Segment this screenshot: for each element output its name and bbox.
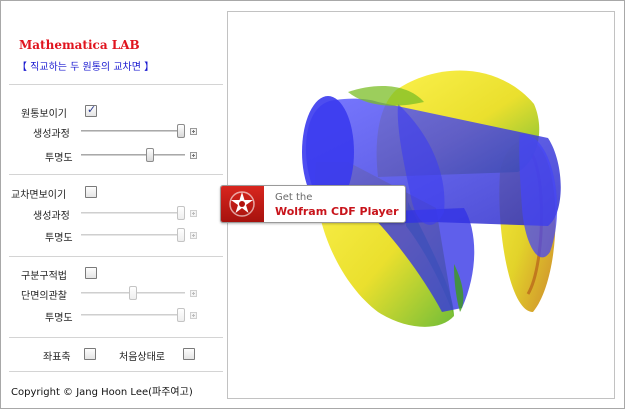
cross-section-label: 단면의관찰	[21, 291, 67, 302]
slider-track	[81, 314, 185, 316]
cylinder-generation-slider[interactable]	[81, 124, 185, 138]
axes-label: 좌표축	[43, 352, 71, 363]
slider-thumb[interactable]	[177, 228, 185, 242]
slider-thumb[interactable]	[177, 124, 185, 138]
badge-line-1: Get the	[275, 192, 313, 203]
opacity-label: 투명도	[45, 313, 73, 324]
slider-thumb[interactable]	[129, 286, 137, 300]
slider-track	[81, 130, 185, 132]
riemann-sum-label: 구분구적법	[21, 271, 67, 282]
divider	[9, 256, 223, 257]
divider	[9, 337, 223, 338]
show-intersection-checkbox[interactable]	[85, 186, 97, 198]
slider-thumb[interactable]	[177, 206, 185, 220]
badge-line-2: Wolfram CDF Player	[275, 205, 399, 218]
riemann-opacity-slider[interactable]	[81, 308, 185, 322]
show-cylinder-checkbox[interactable]: ✓	[85, 103, 97, 117]
axes-checkbox[interactable]	[84, 348, 96, 360]
expand-plus-icon[interactable]	[190, 152, 197, 159]
expand-plus-icon[interactable]	[190, 210, 197, 217]
app-title: Mathematica LAB	[19, 38, 140, 52]
slider-track	[81, 154, 185, 156]
cross-section-slider[interactable]	[81, 286, 185, 300]
generation-label: 생성과정	[33, 211, 70, 222]
expand-plus-icon[interactable]	[190, 232, 197, 239]
expand-plus-icon[interactable]	[190, 312, 197, 319]
riemann-sum-checkbox[interactable]	[85, 267, 97, 279]
divider	[9, 371, 223, 372]
show-cylinder-label: 원통보이기	[21, 109, 67, 120]
cylinder-opacity-slider[interactable]	[81, 148, 185, 162]
slider-track	[81, 234, 185, 236]
control-panel: Mathematica LAB 【 직교하는 두 원통의 교차면 】 원통보이기…	[3, 3, 224, 406]
opacity-label: 투명도	[45, 153, 73, 164]
expand-plus-icon[interactable]	[190, 128, 197, 135]
copyright-text: Copyright © Jang Hoon Lee(파주여고)	[11, 387, 193, 398]
generation-label: 생성과정	[33, 129, 70, 140]
slider-thumb[interactable]	[177, 308, 185, 322]
check-icon: ✓	[87, 103, 97, 116]
opacity-label: 투명도	[45, 233, 73, 244]
intersection-opacity-slider[interactable]	[81, 228, 185, 242]
expand-plus-icon[interactable]	[190, 290, 197, 297]
reset-label: 처음상태로	[119, 352, 165, 363]
slider-thumb[interactable]	[146, 148, 155, 162]
reset-checkbox[interactable]	[183, 348, 195, 360]
slider-track	[81, 212, 185, 214]
divider	[9, 84, 223, 85]
wolfram-logo-icon	[221, 186, 264, 222]
cdf-player-badge[interactable]: Get the Wolfram CDF Player	[220, 185, 406, 223]
intersection-generation-slider[interactable]	[81, 206, 185, 220]
app-subtitle: 【 직교하는 두 원통의 교차면 】	[17, 62, 155, 73]
show-intersection-label: 교차면보이기	[11, 190, 67, 201]
divider	[9, 174, 223, 175]
